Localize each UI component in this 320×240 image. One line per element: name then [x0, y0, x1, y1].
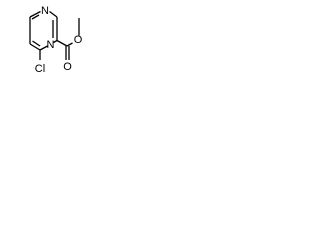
pyrazine-ring	[29, 10, 58, 51]
bond-double-inner-bottom-left	[32, 40, 41, 47]
atom-n-top: N	[41, 5, 49, 17]
bond-n-top-c-top-left	[29, 10, 41, 18]
atom-o-ether: O	[74, 34, 83, 46]
atom-n-bottom: N	[47, 39, 55, 51]
background	[0, 0, 89, 78]
bond-n-bottom-c-right	[53, 39, 58, 44]
bond-double-inner-top-left	[31, 14, 40, 20]
bond-ring-c-carbonyl-c	[56, 39, 68, 47]
bond-c-bottom-left-c-bottom	[29, 43, 41, 51]
atom-chlorine: Cl	[35, 63, 45, 75]
chemical-structure: N N Cl O O	[0, 0, 89, 78]
bond-c-bottom-n-bottom	[39, 45, 48, 51]
ester-group	[56, 18, 80, 60]
bond-c-top-right-n-top	[49, 10, 58, 18]
atom-o-carbonyl: O	[63, 61, 72, 73]
bond-carbonyl-c-ether-o	[66, 42, 73, 47]
